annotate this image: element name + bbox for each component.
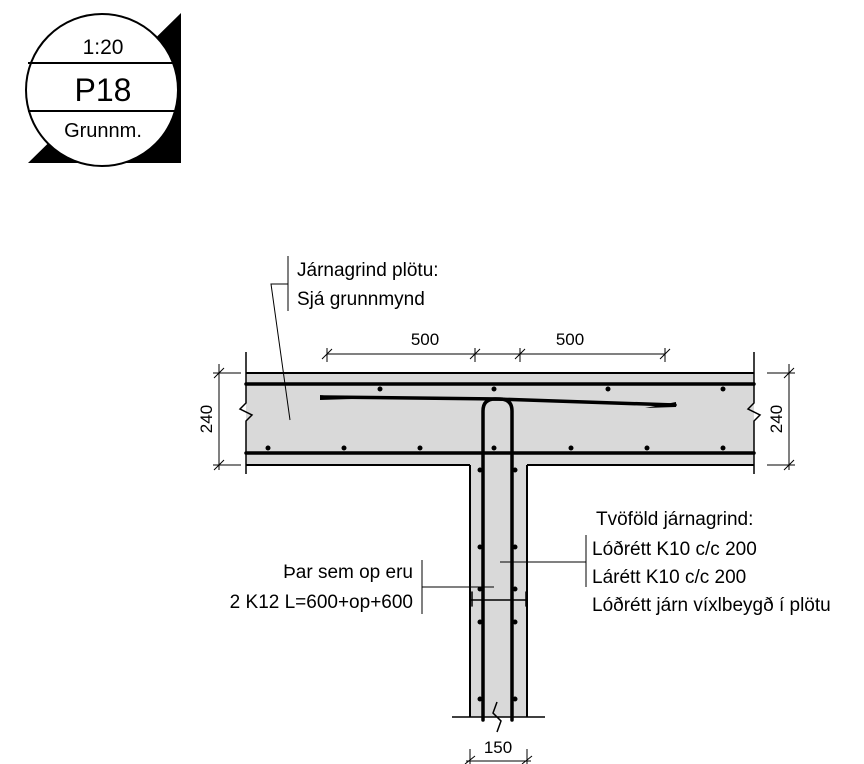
- bar-end-left: [320, 395, 352, 400]
- rebar-dot: [512, 467, 518, 473]
- rebar-dot: [377, 386, 383, 392]
- rebar-dot: [512, 586, 518, 592]
- bar-end-right: [645, 402, 676, 408]
- badge-view: Grunnm.: [64, 120, 142, 142]
- dim-label-top-left: 500: [411, 330, 439, 349]
- slab-note-line1: Járnagrind plötu:: [297, 260, 439, 281]
- drawing-badge: 1:20 P18 Grunnm.: [25, 13, 181, 167]
- opening-note-line2: 2 K12 L=600+op+600: [230, 592, 413, 613]
- slab-leader: [270, 256, 291, 421]
- dim-tick: [321, 348, 333, 360]
- badge-scale: 1:20: [83, 36, 124, 59]
- rebar-dot: [477, 467, 483, 473]
- opening-note-line1: Þar sem op eru: [283, 562, 413, 583]
- slab-break-right: [746, 352, 762, 474]
- dim-tick: [783, 367, 795, 379]
- rebar-dot: [720, 386, 726, 392]
- wall-leader: [500, 535, 587, 587]
- wall-note-line4: Lóðrétt járn víxlbeygð í plötu: [592, 595, 831, 616]
- dimension-top: [321, 348, 671, 362]
- slab-concrete: [246, 373, 754, 465]
- wall-note-line1: Tvöföld járnagrind:: [596, 509, 753, 530]
- wall: [452, 465, 545, 733]
- slab-break-left: [238, 352, 254, 474]
- rebar-dots: [265, 386, 726, 702]
- dim-label-slab-right: 240: [767, 405, 786, 433]
- slab-note-line2: Sjá grunnmynd: [297, 289, 425, 310]
- slab-note-leader: [270, 283, 291, 421]
- wall-note-line3: Lárétt K10 c/c 200: [592, 567, 746, 588]
- dimension-bottom: [464, 749, 533, 764]
- rebar-dot: [568, 445, 574, 451]
- dim-label-top-right: 500: [556, 330, 584, 349]
- rebar-dot: [341, 445, 347, 451]
- dim-tick: [464, 755, 476, 764]
- rebar-dot: [477, 544, 483, 550]
- opening-leader: [421, 560, 494, 614]
- dim-tick: [213, 459, 225, 471]
- slab: [238, 352, 762, 474]
- wall-note-line2: Lóðrétt K10 c/c 200: [592, 539, 757, 560]
- rebar-dot: [491, 386, 497, 392]
- rebar-dot: [644, 445, 650, 451]
- rebar-dot: [512, 696, 518, 702]
- rebar-dot: [605, 386, 611, 392]
- dim-tick: [783, 459, 795, 471]
- dimension-right: [767, 364, 795, 471]
- dim-label-slab-left: 240: [197, 405, 216, 433]
- wall-break: [492, 701, 502, 733]
- wall-rebar-right-bent: [320, 395, 514, 722]
- dim-tick: [659, 348, 671, 360]
- rebar-dot: [477, 586, 483, 592]
- rebar-dot: [477, 619, 483, 625]
- dim-tick: [514, 348, 526, 360]
- dim-tick: [521, 755, 533, 764]
- reinforcement: [244, 382, 756, 722]
- badge-id: P18: [75, 72, 132, 108]
- dim-tick: [213, 367, 225, 379]
- rebar-dot: [512, 544, 518, 550]
- rebar-dot: [477, 696, 483, 702]
- rebar-dot: [491, 445, 497, 451]
- dimension-left: [213, 364, 241, 471]
- rebar-dot: [417, 445, 423, 451]
- rebar-dot: [265, 445, 271, 451]
- dim-tick: [469, 348, 481, 360]
- badge-circle: [25, 13, 179, 167]
- rebar-dot: [512, 619, 518, 625]
- dim-label-wall: 150: [484, 738, 512, 757]
- rebar-dot: [720, 445, 726, 451]
